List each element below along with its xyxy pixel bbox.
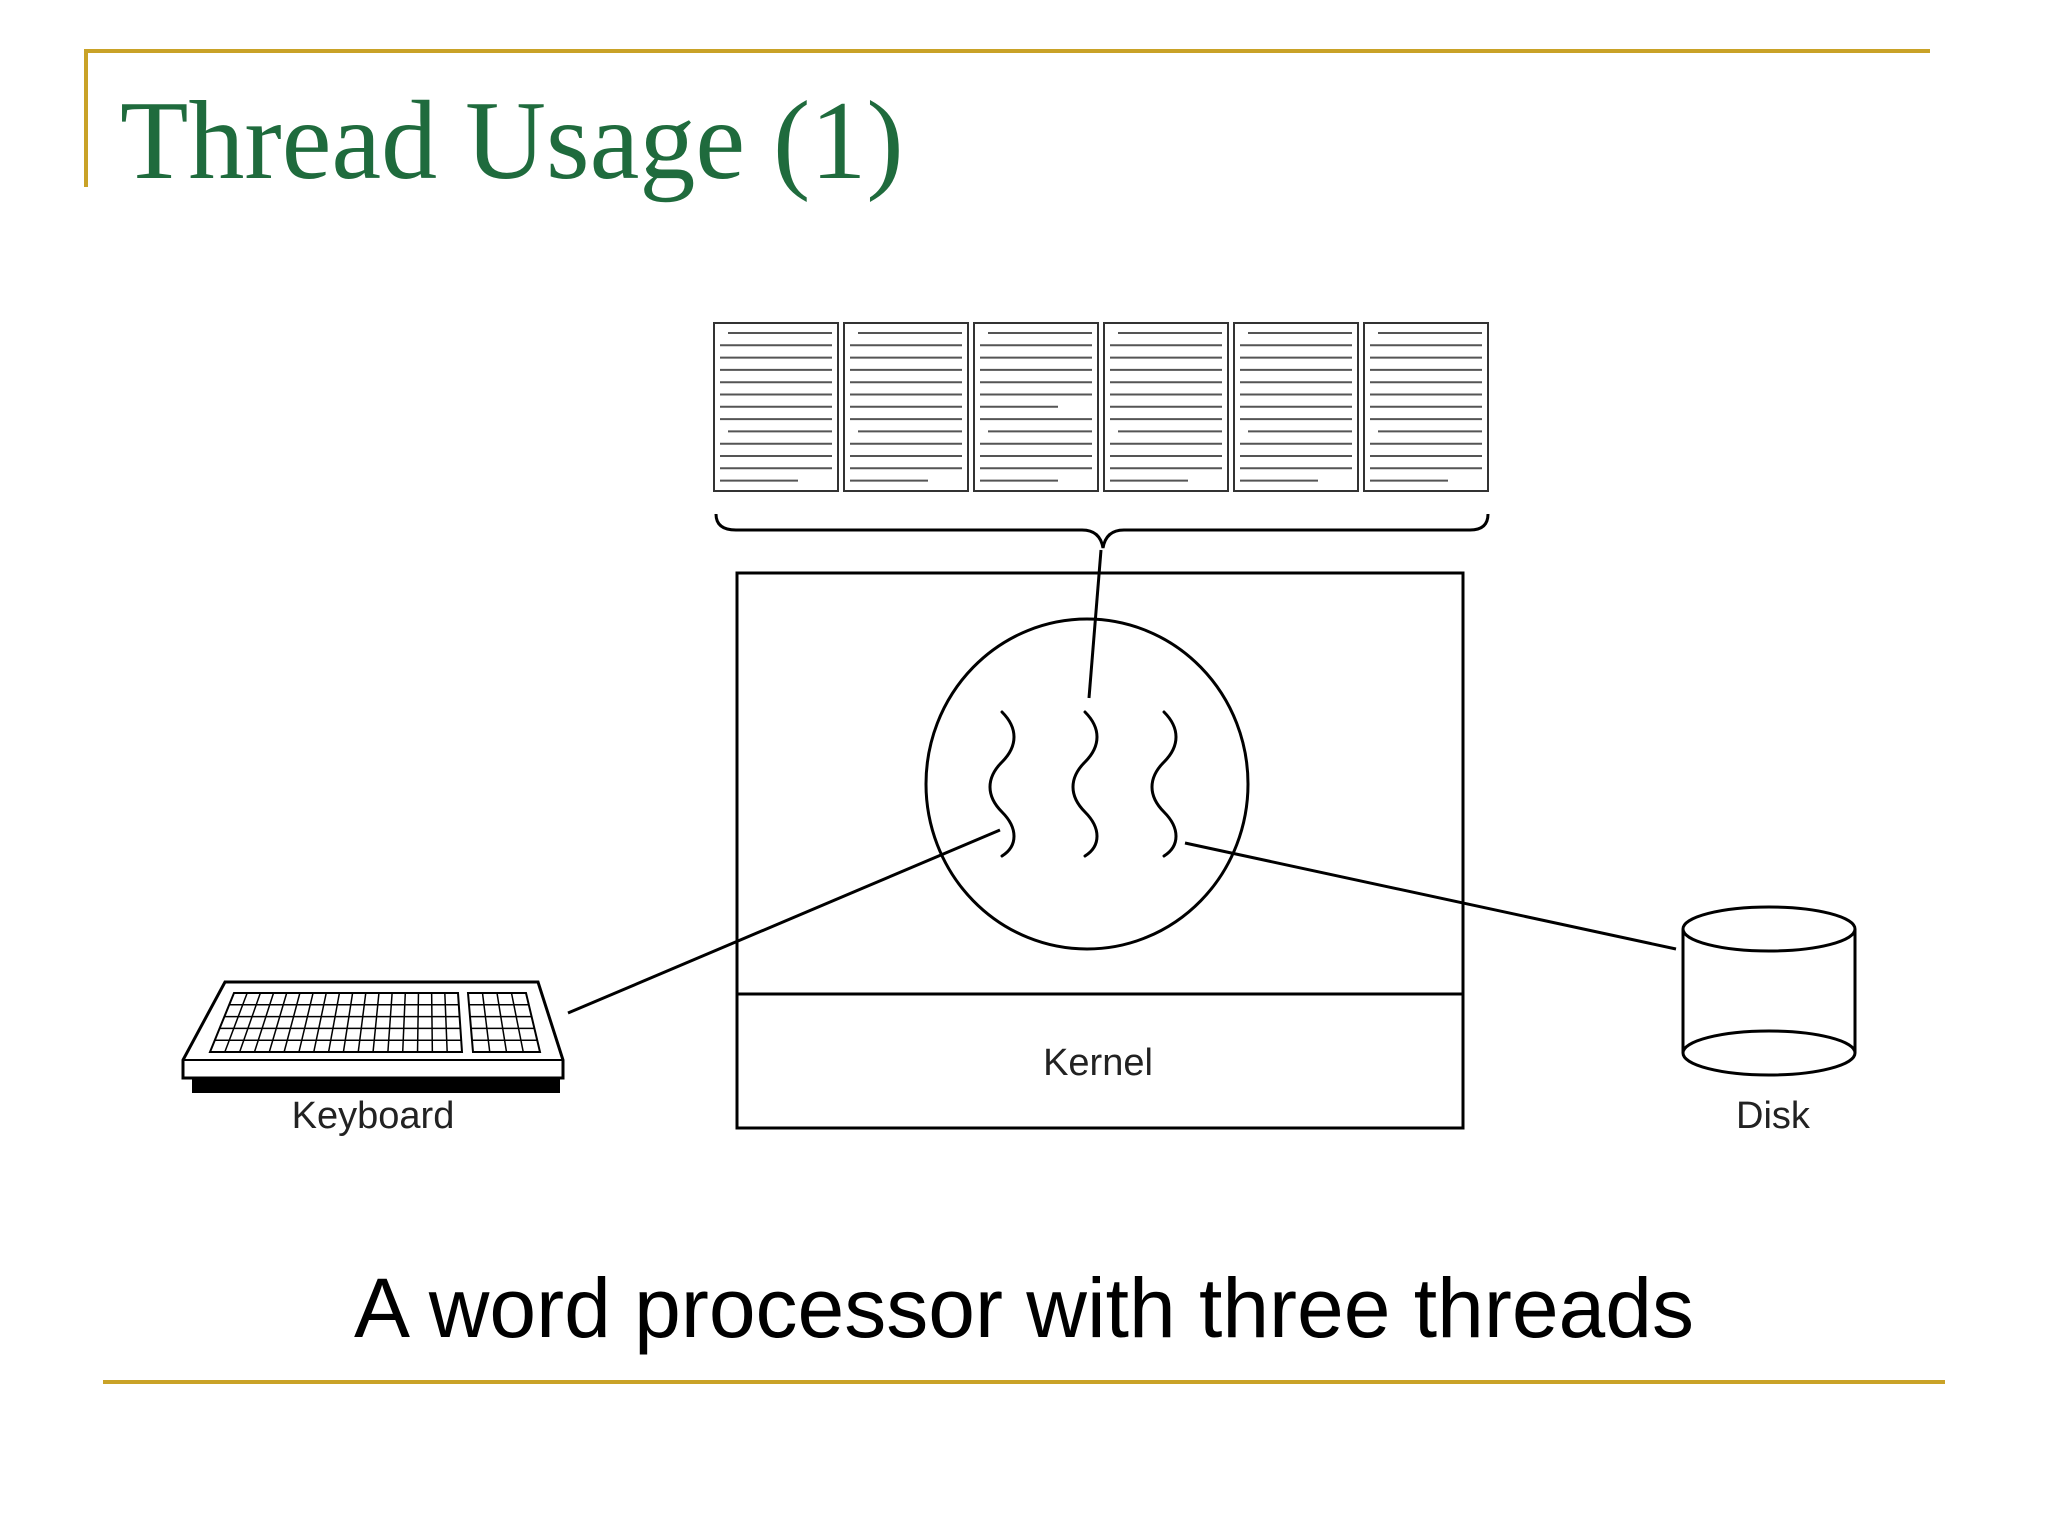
disk-label: Disk bbox=[1736, 1095, 1811, 1137]
document-connector-line bbox=[1087, 549, 1103, 699]
bottom-accent-rule bbox=[103, 1380, 1945, 1384]
document-text-lines bbox=[720, 332, 1482, 482]
thread-squiggle bbox=[988, 710, 1016, 858]
keyboard-connector-line bbox=[567, 828, 1001, 1015]
keyboard-label: Keyboard bbox=[292, 1095, 455, 1137]
document-brace bbox=[714, 513, 1490, 549]
disk-icon bbox=[1681, 905, 1857, 1077]
process-box bbox=[735, 571, 1465, 1130]
slide-caption: A word processor with three threads bbox=[354, 1261, 1694, 1355]
process-circle bbox=[924, 617, 1250, 951]
thread-squiggle bbox=[1150, 710, 1178, 858]
disk-connector-line bbox=[1184, 841, 1677, 951]
threads bbox=[988, 710, 1178, 858]
keyboard-icon bbox=[181, 980, 565, 1093]
slide-title: Thread Usage (1) bbox=[120, 79, 904, 203]
kernel-label: Kernel bbox=[1043, 1042, 1153, 1084]
top-accent-rule bbox=[86, 49, 1930, 53]
thread-squiggle bbox=[1071, 710, 1099, 858]
left-accent-rule bbox=[84, 49, 88, 187]
